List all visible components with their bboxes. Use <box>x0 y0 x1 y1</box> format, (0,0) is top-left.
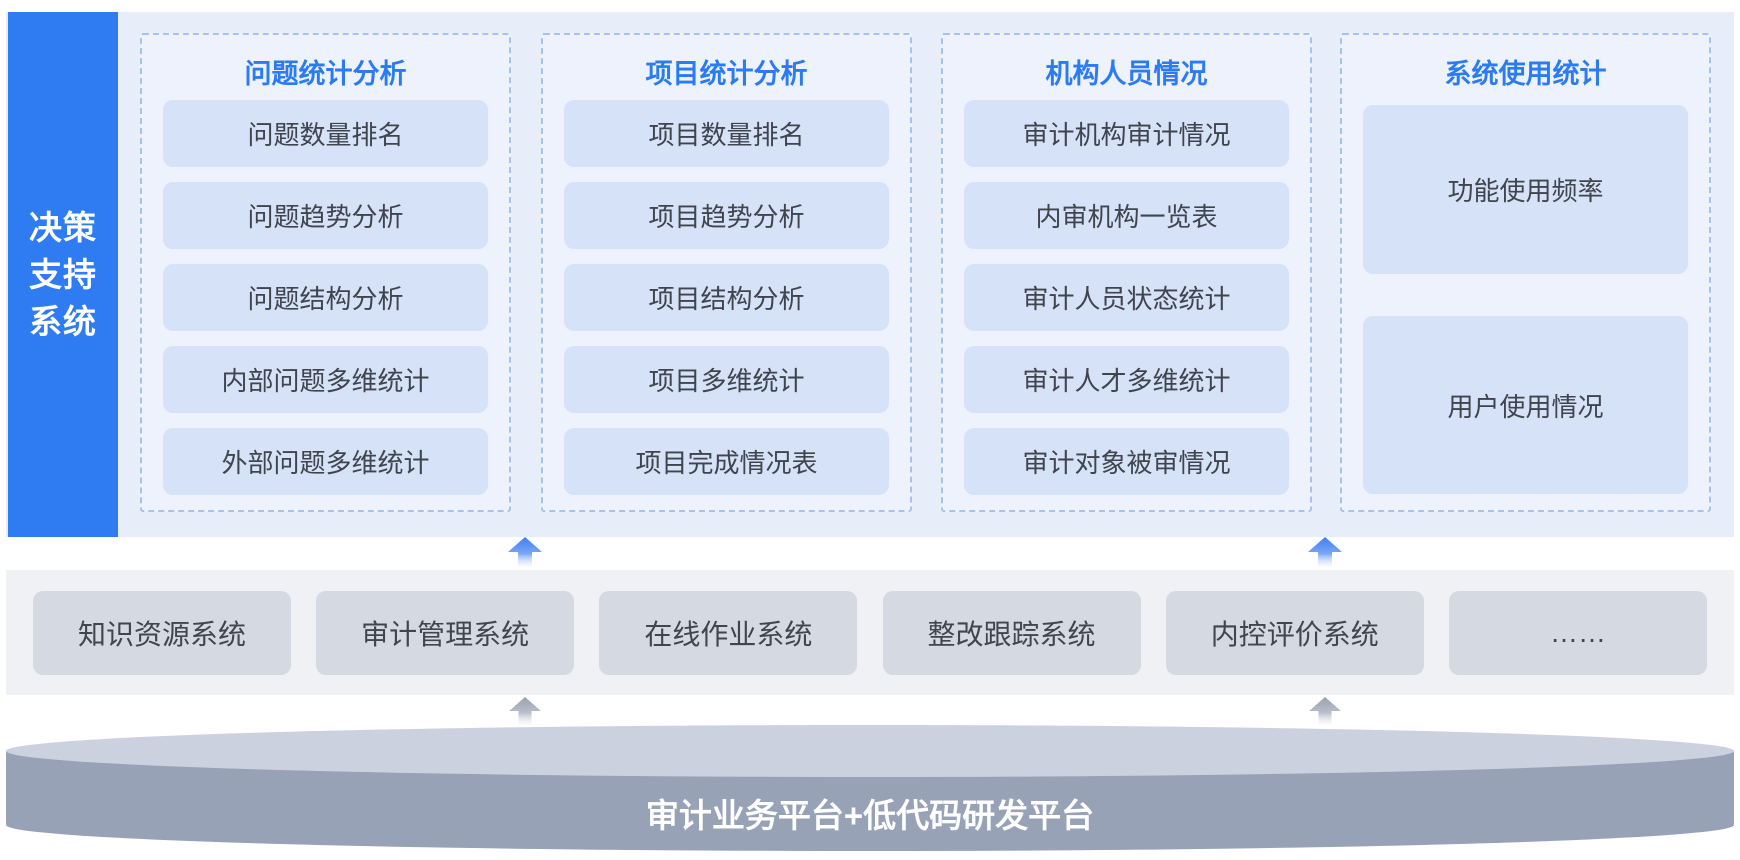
up-arrow-icon <box>509 697 541 725</box>
stat-item: 项目结构分析 <box>564 264 889 331</box>
stat-item: 项目完成情况表 <box>564 428 889 495</box>
business-systems-band: 知识资源系统 审计管理系统 在线作业系统 整改跟踪系统 内控评价系统 …… <box>6 570 1734 695</box>
up-arrow-icon <box>508 537 542 567</box>
sidebar-line: 决策 <box>29 209 97 246</box>
column-org-personnel: 机构人员情况 审计机构审计情况 内审机构一览表 审计人员状态统计 审计人才多维统… <box>941 33 1312 512</box>
column-problem-stats: 问题统计分析 问题数量排名 问题趋势分析 问题结构分析 内部问题多维统计 外部问… <box>140 33 511 512</box>
system-box: 审计管理系统 <box>316 590 575 675</box>
up-arrow-icon <box>1308 537 1342 567</box>
decision-support-system-label: 决策 支持 系统 <box>8 12 118 537</box>
column-project-stats: 项目统计分析 项目数量排名 项目趋势分析 项目结构分析 项目多维统计 项目完成情… <box>541 33 912 512</box>
column-title: 问题统计分析 <box>244 59 407 89</box>
stat-item: 项目多维统计 <box>564 346 889 413</box>
sidebar-line: 支持 <box>29 256 97 293</box>
system-box: 内控评价系统 <box>1165 590 1424 675</box>
system-box: 整改跟踪系统 <box>882 590 1141 675</box>
stat-item: 审计人员状态统计 <box>964 264 1289 331</box>
stat-item: 项目数量排名 <box>564 100 889 167</box>
stat-item: 用户使用情况 <box>1363 316 1688 494</box>
sidebar-line: 系统 <box>29 303 97 340</box>
stat-item: 问题趋势分析 <box>163 182 488 249</box>
stat-item: 外部问题多维统计 <box>163 428 488 495</box>
platform-label: 审计业务平台+低代码研发平台 <box>645 797 1095 834</box>
stat-item: 内审机构一览表 <box>964 182 1289 249</box>
platform-cylinder: 审计业务平台+低代码研发平台 <box>6 725 1734 852</box>
stat-item: 审计对象被审情况 <box>964 428 1289 495</box>
column-title: 机构人员情况 <box>1045 59 1208 89</box>
stat-item: 内部问题多维统计 <box>163 346 488 413</box>
system-box: 知识资源系统 <box>33 590 291 675</box>
stat-item: 问题结构分析 <box>163 264 488 331</box>
up-arrow-icon <box>1309 697 1341 725</box>
column-title: 项目统计分析 <box>645 59 808 89</box>
stat-item: 审计人才多维统计 <box>964 346 1289 413</box>
stat-item: 功能使用频率 <box>1363 105 1688 274</box>
system-box: 在线作业系统 <box>599 590 858 675</box>
column-system-usage: 系统使用统计 功能使用频率 用户使用情况 <box>1340 33 1711 512</box>
stat-item: 问题数量排名 <box>163 100 488 167</box>
stat-item: 审计机构审计情况 <box>964 100 1289 167</box>
stat-item: 项目趋势分析 <box>564 182 889 249</box>
column-title: 系统使用统计 <box>1444 59 1607 89</box>
system-box-more: …… <box>1448 590 1707 675</box>
cylinder-top-face <box>6 725 1734 777</box>
